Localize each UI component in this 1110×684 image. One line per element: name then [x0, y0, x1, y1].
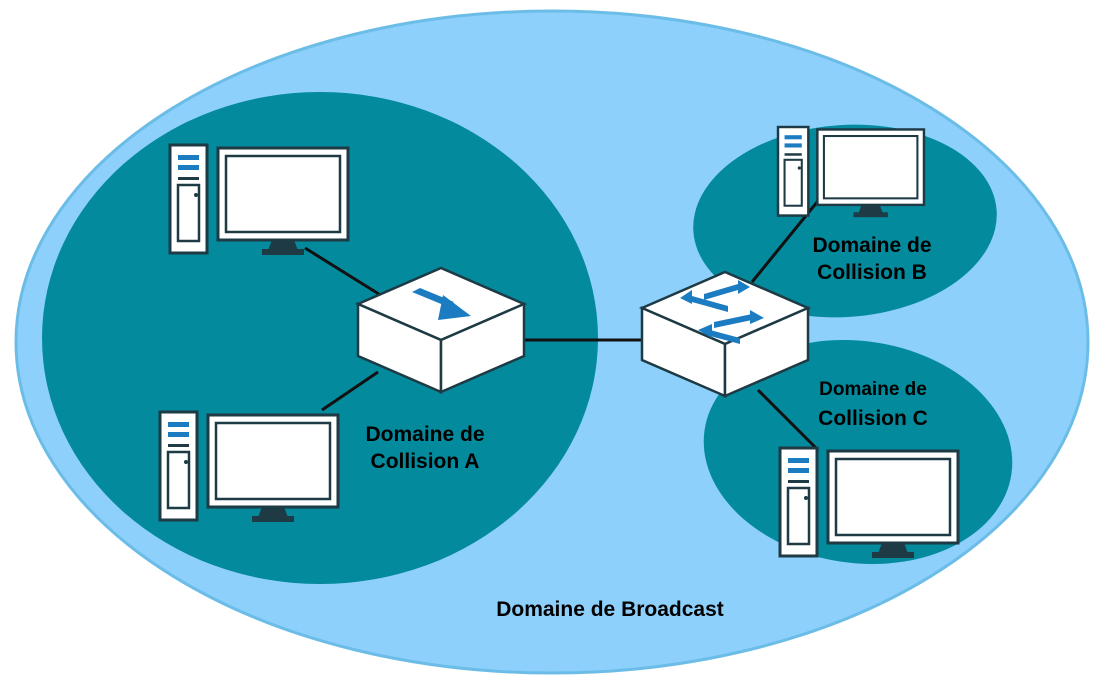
cable-switch-pc3	[750, 195, 824, 283]
network-cables	[304, 195, 824, 452]
switch-icon	[640, 270, 810, 398]
label-broadcast-domain: Domaine de Broadcast	[400, 596, 820, 623]
computer-pc2	[158, 410, 340, 524]
label-collision-c-line2: Collision C	[818, 407, 928, 430]
bidirectional-arrows-icon	[680, 280, 764, 344]
label-collision-a-line1: Domaine de	[365, 423, 485, 446]
label-collision-a-line2: Collision A	[370, 450, 480, 473]
label-collision-c-line1: Domaine de	[819, 379, 927, 400]
label-collision-domain-c: Domaine de Collision C	[798, 375, 948, 433]
label-collision-b-line1: Domaine de	[812, 234, 932, 257]
label-broadcast-text: Domaine de Broadcast	[496, 598, 724, 621]
cable-pc1-hub	[304, 246, 391, 303]
arrow-icon	[412, 288, 471, 320]
label-collision-domain-a: Domaine de Collision A	[350, 421, 500, 475]
computer-pc3	[776, 125, 926, 219]
cable-pc2-hub	[321, 370, 379, 412]
computer-pc1	[168, 143, 350, 257]
label-collision-b-line2: Collision B	[817, 261, 927, 284]
hub-icon	[356, 266, 526, 394]
computer-pc4	[778, 446, 960, 560]
label-collision-domain-b: Domaine de Collision B	[792, 232, 952, 286]
cable-switch-pc4	[756, 388, 820, 452]
